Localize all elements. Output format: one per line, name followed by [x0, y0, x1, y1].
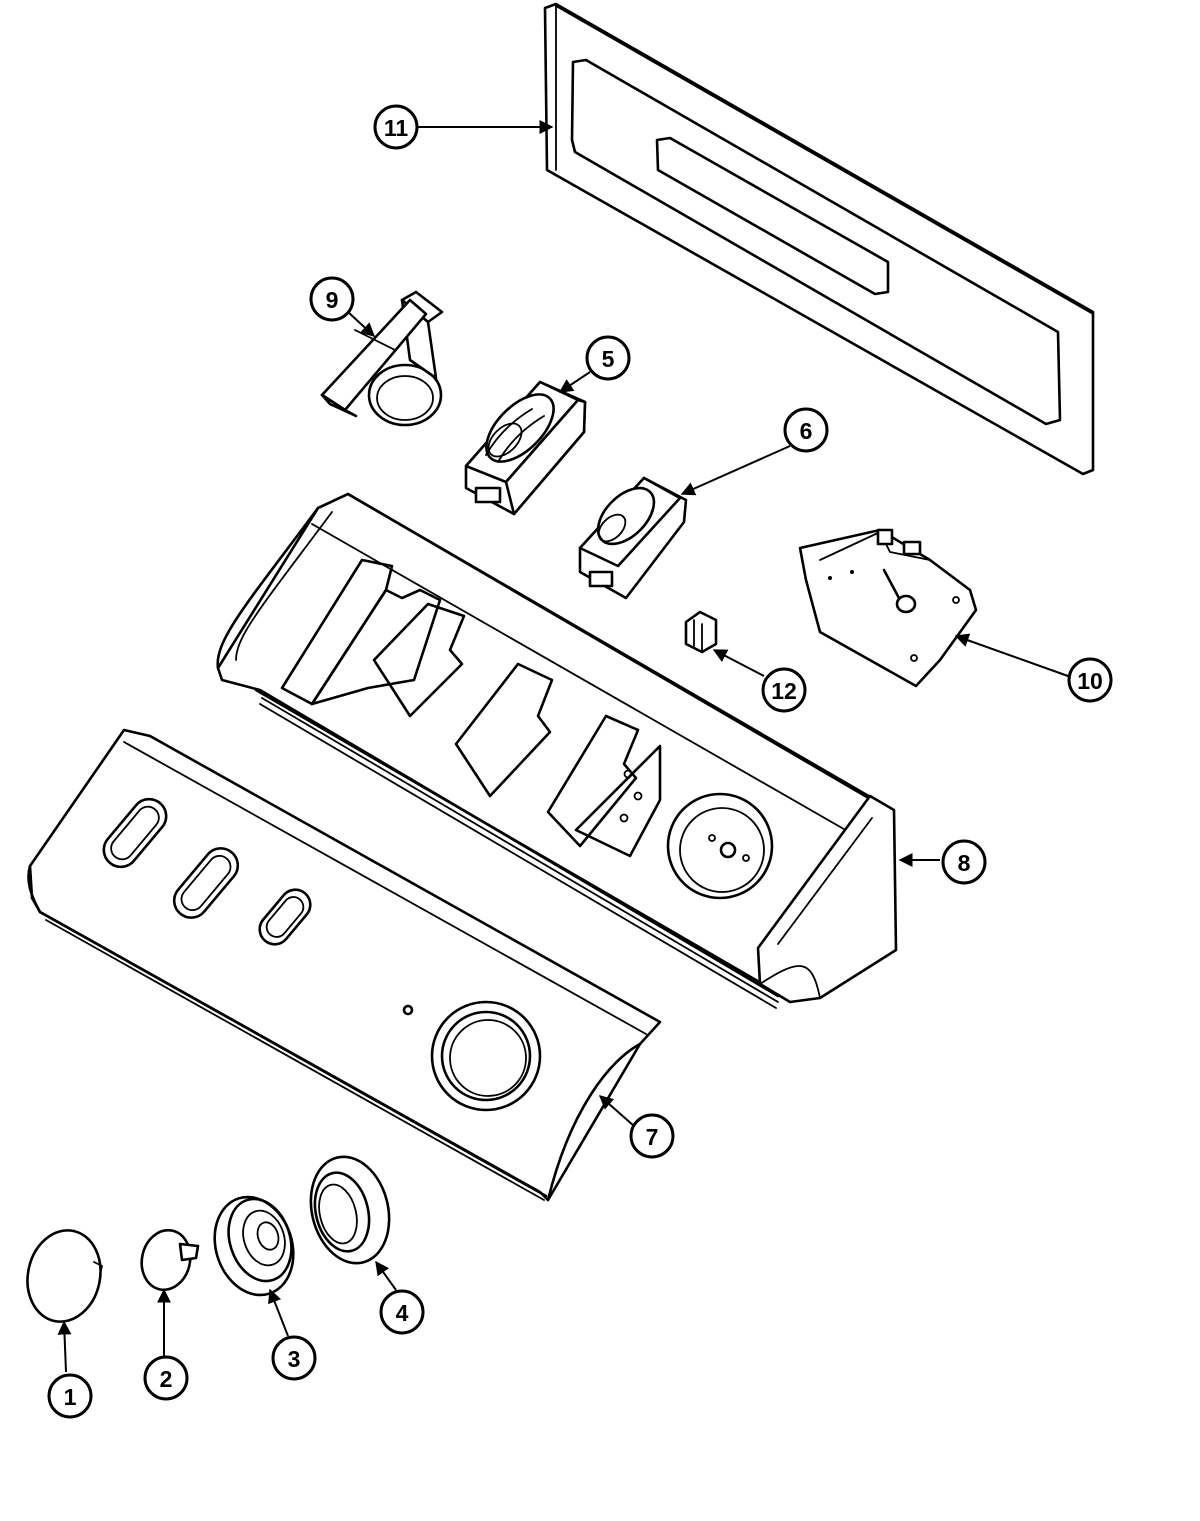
- callout-label-4: 4: [396, 1300, 409, 1326]
- callout-4: 4: [379, 1289, 425, 1335]
- part-3-knob: [213, 1195, 295, 1297]
- callout-8: 8: [941, 839, 987, 885]
- callout-6: 6: [783, 407, 829, 453]
- leader-1: [57, 1320, 72, 1373]
- callout-10: 10: [1067, 657, 1113, 703]
- part-12-connector: [684, 610, 718, 654]
- callout-label-5: 5: [602, 346, 615, 372]
- part-6-switch: [578, 476, 688, 600]
- part-1-knob-cap: [26, 1229, 103, 1323]
- callout-2: 2: [143, 1355, 189, 1401]
- leader-7: [598, 1095, 635, 1127]
- callout-label-6: 6: [800, 418, 813, 444]
- callout-12: 12: [761, 667, 807, 713]
- part-2-push-cap: [140, 1228, 200, 1292]
- part-10-timer: [798, 528, 978, 688]
- part-9-selector-knob: [320, 290, 444, 427]
- callout-11: 11: [373, 104, 419, 150]
- leader-3: [268, 1288, 289, 1337]
- callout-label-2: 2: [160, 1366, 173, 1392]
- callout-label-1: 1: [64, 1384, 77, 1410]
- part-7-front-panel: [27, 728, 662, 1202]
- callout-label-8: 8: [958, 850, 971, 876]
- callout-3: 3: [271, 1335, 317, 1381]
- part-11-rear-panel: [543, 2, 1095, 476]
- leader-5: [558, 371, 591, 393]
- part-8-console: [216, 492, 898, 1009]
- callout-1: 1: [47, 1373, 93, 1419]
- callout-label-3: 3: [288, 1346, 301, 1372]
- leader-6: [680, 445, 791, 496]
- part-5-switch: [464, 380, 587, 516]
- callout-9: 9: [309, 276, 355, 322]
- callout-label-7: 7: [646, 1124, 659, 1150]
- callout-label-10: 10: [1077, 668, 1103, 694]
- callout-7: 7: [629, 1113, 675, 1159]
- leader-9: [347, 311, 376, 337]
- callout-5: 5: [585, 335, 631, 381]
- callout-label-11: 11: [384, 115, 409, 141]
- leader-10: [954, 633, 1069, 677]
- callout-label-9: 9: [326, 287, 339, 313]
- callout-label-12: 12: [771, 678, 797, 704]
- part-4-knob-skirt: [309, 1155, 391, 1265]
- leader-4: [375, 1260, 397, 1291]
- leader-lines: [57, 120, 1069, 1373]
- leader-12: [712, 649, 765, 677]
